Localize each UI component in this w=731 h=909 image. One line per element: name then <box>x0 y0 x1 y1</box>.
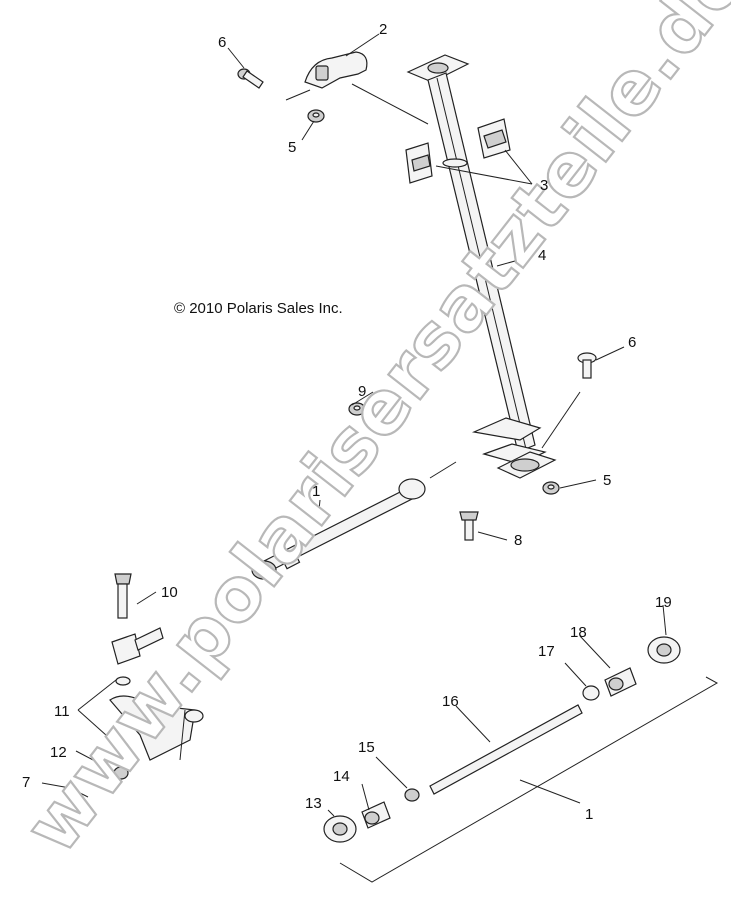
bolt-10 <box>114 573 132 619</box>
nut-12 <box>113 766 129 780</box>
tie-rod-end-19 <box>647 636 681 664</box>
callout-12: 12 <box>50 744 67 761</box>
callout-13: 13 <box>305 795 322 812</box>
bushing-left <box>405 142 433 184</box>
callout-15: 15 <box>358 739 375 756</box>
washers-11 <box>113 676 131 751</box>
callout-19: 19 <box>655 594 672 611</box>
cotter-pin-7 <box>69 787 89 798</box>
callout-6-right: 6 <box>628 334 636 351</box>
copyright-notice: © 2010 Polaris Sales Inc. <box>174 300 343 317</box>
bolt-6-right <box>577 352 597 379</box>
callout-4: 4 <box>538 247 546 264</box>
bushing-right <box>477 118 511 159</box>
callout-10: 10 <box>161 584 178 601</box>
tie-rod-end-13 <box>323 815 357 843</box>
bolt-8 <box>459 511 479 541</box>
callout-5-top: 5 <box>288 139 296 156</box>
callout-18: 18 <box>570 624 587 641</box>
callout-7: 7 <box>22 774 30 791</box>
jam-nut-14 <box>361 801 391 829</box>
washer-17 <box>582 685 600 701</box>
callout-9: 9 <box>358 383 366 400</box>
leader-lines <box>41 33 667 817</box>
nut-9 <box>348 402 366 416</box>
callout-2: 2 <box>379 21 387 38</box>
bolt-6-top <box>237 68 264 89</box>
column-clamp <box>304 51 368 89</box>
callout-16: 16 <box>442 693 459 710</box>
callout-8: 8 <box>514 532 522 549</box>
callout-5-right: 5 <box>603 472 611 489</box>
callout-17: 17 <box>538 643 555 660</box>
callout-11: 11 <box>54 703 70 720</box>
nut-5-right <box>542 481 560 495</box>
nut-5-top <box>307 109 325 123</box>
nut-15 <box>404 788 420 802</box>
rod-end-left <box>111 627 164 665</box>
callout-3: 3 <box>540 177 548 194</box>
tie-rod-assembly <box>251 478 426 580</box>
steering-column <box>406 54 557 479</box>
callout-1-bottom: 1 <box>585 806 593 823</box>
pitman-arm <box>109 695 204 761</box>
callout-6-top: 6 <box>218 34 226 51</box>
jam-nut-18 <box>604 667 637 697</box>
tie-rod-16 <box>429 704 583 795</box>
callout-1-mid: 1 <box>312 483 320 500</box>
callout-14: 14 <box>333 768 350 785</box>
